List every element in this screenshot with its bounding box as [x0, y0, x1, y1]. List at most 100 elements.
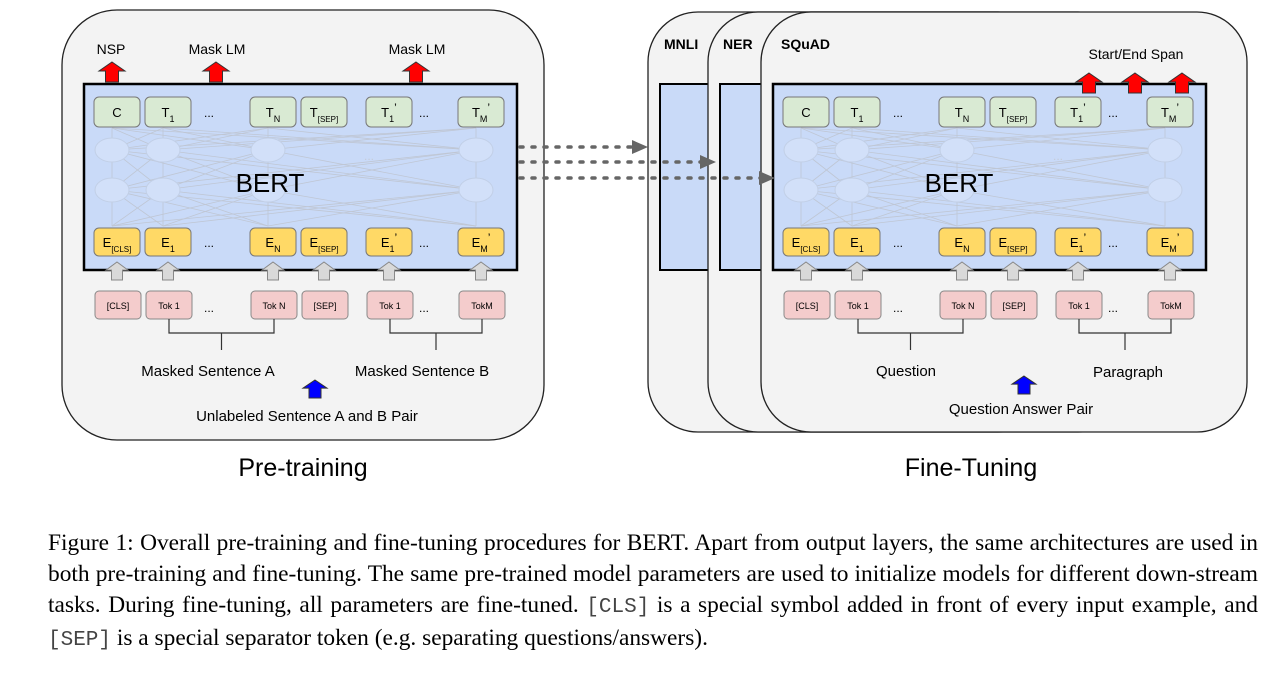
finetune-token-3: [990, 290, 1038, 320]
pretrain-red-arrow-0: [97, 61, 127, 83]
pretrain-mesh-line: [111, 127, 269, 151]
transfer-arrowhead-0: [632, 140, 648, 154]
finetune-output-1: [833, 96, 881, 128]
pretrain-input-arrow-0: [104, 261, 130, 281]
pretrain-embedding-2: [249, 227, 297, 257]
finetune-output-0: [782, 96, 830, 128]
pretrain-mesh-node: [250, 137, 286, 163]
span-label: Start/End Span: [1089, 46, 1184, 62]
finetune-mesh-line: [800, 189, 958, 227]
finetune-mesh-line: [851, 127, 958, 151]
pretrain-output-5: [457, 96, 505, 128]
pretrain-embedding-3-label: E[SEP]: [309, 235, 338, 254]
pretrain-mesh-node: [94, 137, 130, 163]
pretrain-embedding-0-label: E[CLS]: [103, 235, 132, 254]
finetune-output-3: [989, 96, 1037, 128]
finetune-output-5-label: TM’: [1161, 101, 1179, 124]
finetune-mesh-line: [800, 127, 958, 151]
pretrain-mesh-line: [162, 127, 477, 151]
pretrain-output-4-label: T1’: [381, 101, 397, 124]
sentence-b-label: Masked Sentence B: [355, 363, 489, 380]
finetune-pair-label: Question Answer Pair: [949, 401, 1093, 418]
pretrain-token-3: [301, 290, 349, 320]
pretrain-token-1-label: Tok 1: [158, 301, 180, 311]
pretrain-output-5-label: TM’: [472, 101, 490, 124]
finetune-mesh-ellipsis: ...: [1053, 149, 1063, 163]
caption-code-sep: [SEP]: [48, 629, 112, 652]
finetune-title: Fine-Tuning: [905, 454, 1037, 482]
pretrain-output-ellipsis-0: ...: [204, 106, 214, 120]
finetune-input-arrow-2: [949, 261, 975, 281]
finetune-output-4: [1054, 96, 1102, 128]
pretrain-embedding-3: [300, 227, 348, 257]
pretrain-output-ellipsis-1: ...: [419, 106, 429, 120]
pretrain-mesh-line: [267, 127, 477, 151]
pretrain-mesh-line: [162, 127, 269, 151]
pretrain-bracket-b: [389, 319, 483, 350]
finetune-output-2-label: TN: [955, 105, 969, 124]
finetune-embedding-3: [989, 227, 1037, 257]
pretrain-embedding-ellipsis-0: ...: [204, 236, 214, 250]
finetune-mesh-line: [800, 149, 958, 191]
pretrain-bracket-a: [168, 319, 275, 350]
pretrain-token-0-label: [CLS]: [107, 301, 130, 311]
finetune-embedding-0: [782, 227, 830, 257]
finetune-input-arrow-4: [1065, 261, 1091, 281]
pretrain-output-1-label: T1: [162, 105, 175, 124]
finetune-mesh-node: [939, 137, 975, 163]
pretrain-mesh-node: [94, 177, 130, 203]
pretrain-embedding-4-label: E1’: [381, 231, 397, 254]
pretrain-output-4: [365, 96, 413, 128]
finetune-embedding-ellipsis-0: ...: [893, 236, 903, 250]
finetune-token-1-label: Tok 1: [847, 301, 869, 311]
finetune-embedding-4-label: E1’: [1070, 231, 1086, 254]
pretrain-red-arrow-2: [401, 61, 431, 83]
finetune-token-3-label: [SEP]: [1002, 301, 1025, 311]
pretrain-mesh-node: [458, 177, 494, 203]
caption-text-1: Figure 1: Overall pre-training and fine-…: [48, 530, 1258, 618]
finetune-bracket-a: [857, 319, 964, 350]
task-tab-mnli: MNLI: [664, 36, 698, 52]
pretrain-token-5-label: TokM: [471, 301, 493, 311]
pretrain-bert-label: BERT: [236, 168, 305, 198]
pretrain-mesh-node: [145, 177, 181, 203]
finetune-mesh-node: [834, 177, 870, 203]
finetune-token-4-label: Tok 1: [1068, 301, 1090, 311]
finetune-token-0: [783, 290, 831, 320]
finetune-embedding-5-label: EM’: [1161, 231, 1180, 254]
finetune-output-ellipsis-1: ...: [1108, 106, 1118, 120]
pretrain-input-arrow-3: [311, 261, 337, 281]
task-tab-squad: SQuAD: [781, 36, 830, 52]
finetune-output-2: [938, 96, 986, 128]
finetune-mesh-node: [783, 177, 819, 203]
finetune-embedding-1-label: E1: [850, 235, 864, 254]
pretrain-output-1: [144, 96, 192, 128]
finetune-mesh-line: [851, 127, 1166, 151]
pretrain-output-0-label: C: [112, 105, 121, 120]
transfer-arrowhead-2: [759, 171, 775, 185]
pretrain-token-4-label: Tok 1: [379, 301, 401, 311]
pretrain-blue-arrow: [301, 379, 329, 399]
finetune-mesh-node: [1147, 137, 1183, 163]
finetune-token-ellipsis-0: ...: [893, 301, 903, 315]
finetune-output-4-label: T1’: [1070, 101, 1086, 124]
caption-text-3: is a special separator token (e.g. separ…: [111, 625, 708, 651]
pretrain-output-2: [249, 96, 297, 128]
finetune-bert-label: BERT: [925, 168, 994, 198]
finetune-token-0-label: [CLS]: [796, 301, 819, 311]
pretrain-mesh-line: [267, 189, 477, 227]
pretrain-mesh-line: [162, 149, 269, 191]
finetune-mesh-line: [851, 189, 958, 227]
pretrain-mesh-node: [458, 137, 494, 163]
finetune-embedding-5: [1146, 227, 1194, 257]
pretrain-output-3-label: T[SEP]: [310, 105, 338, 124]
transfer-arrowhead-1: [700, 155, 716, 169]
finetune-token-5-label: TokM: [1160, 301, 1182, 311]
pretrain-output-3: [300, 96, 348, 128]
finetune-mesh-line: [956, 189, 1166, 227]
pretrain-embedding-5-label: EM’: [472, 231, 491, 254]
finetune-output-3-label: T[SEP]: [999, 105, 1027, 124]
mask-lm-label-1: Mask LM: [189, 41, 246, 57]
